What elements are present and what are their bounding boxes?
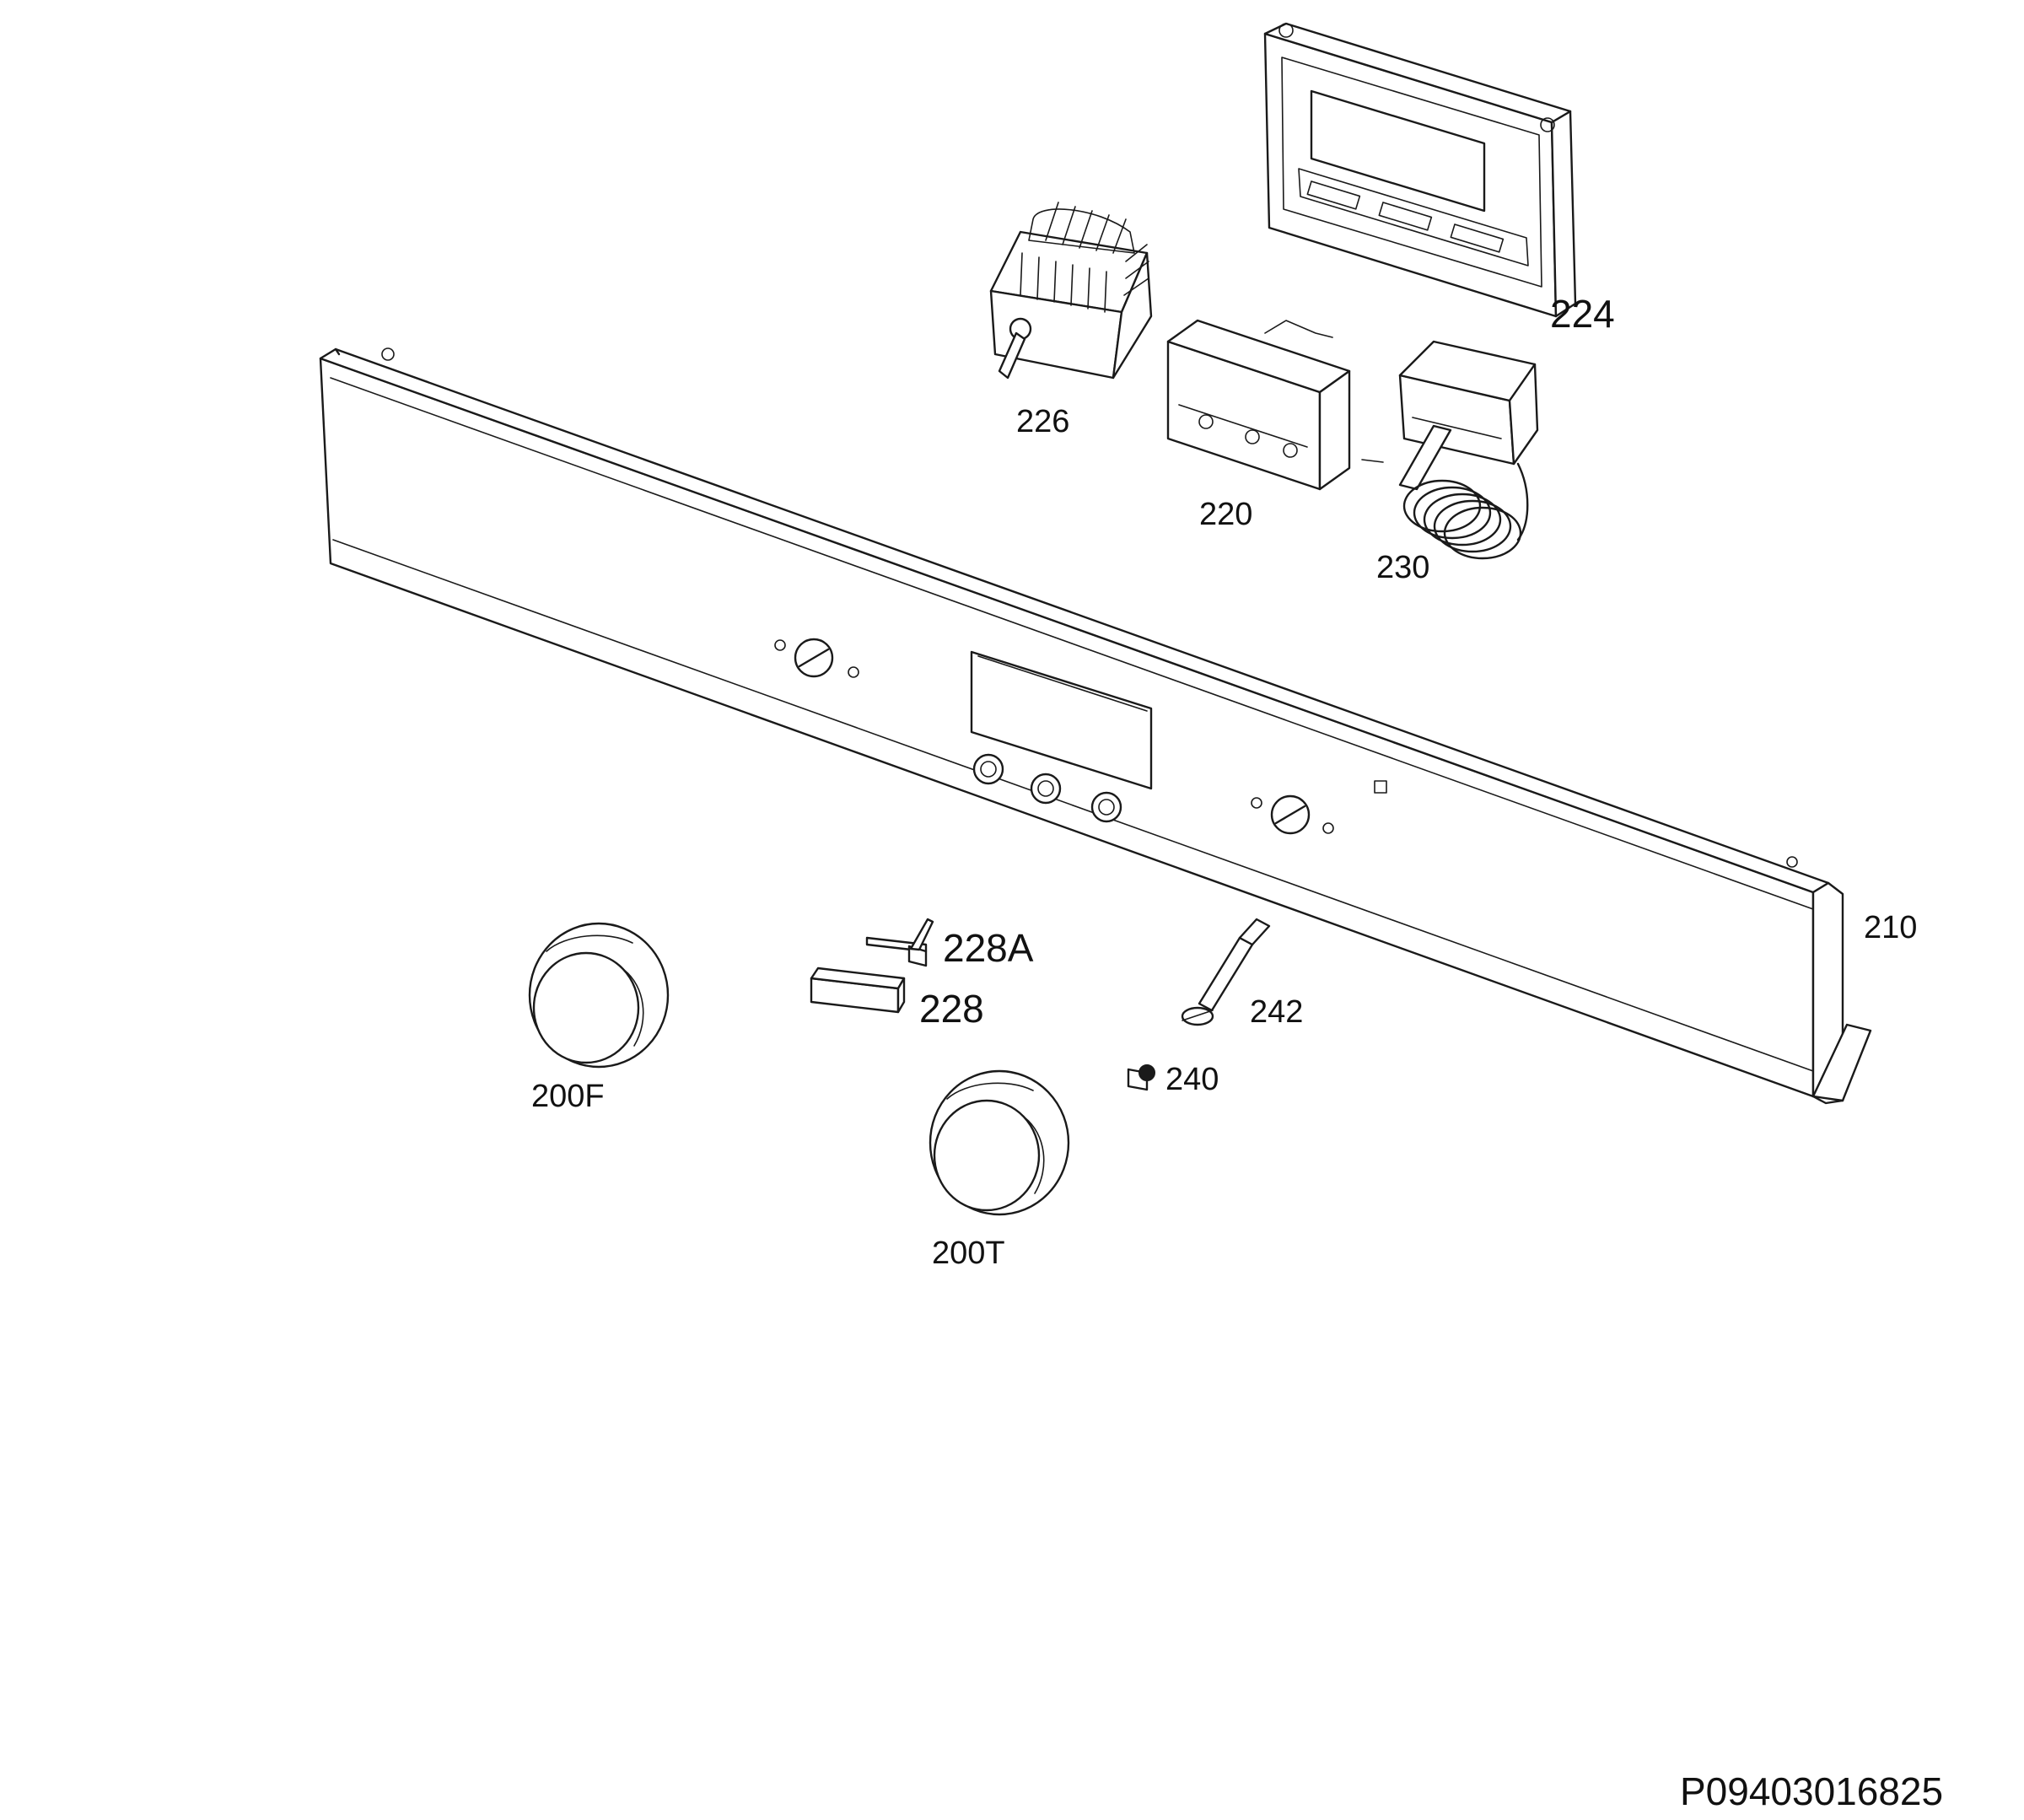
label-240: 240 (1165, 1062, 1219, 1097)
panel-display-window (970, 650, 1153, 790)
part-228A-light-guide[interactable] (865, 918, 934, 967)
label-226: 226 (1016, 404, 1069, 439)
part-230-thermostat[interactable] (1361, 340, 1539, 560)
part-240-clip[interactable] (1127, 1064, 1155, 1091)
panel-knob-hole-right (1251, 794, 1334, 835)
drawing-number: P09403016825 (1680, 1769, 1943, 1813)
part-242-spindle[interactable] (1181, 918, 1271, 1026)
label-224: 224 (1550, 292, 1615, 336)
label-230: 230 (1376, 550, 1429, 585)
label-228: 228 (919, 987, 984, 1031)
part-200F-knob[interactable] (528, 922, 670, 1069)
part-226-rotary-switch[interactable] (989, 202, 1153, 380)
part-224-display-housing[interactable] (1263, 22, 1577, 318)
label-242: 242 (1250, 994, 1303, 1030)
label-228A: 228A (943, 926, 1034, 970)
label-200F: 200F (531, 1079, 605, 1114)
part-220-module-box[interactable] (1166, 319, 1351, 491)
label-220: 220 (1199, 497, 1252, 532)
part-210-control-panel[interactable] (319, 347, 1872, 1105)
part-200T-knob[interactable] (929, 1069, 1070, 1216)
capillary-coil (1402, 479, 1522, 560)
label-210: 210 (1864, 910, 1917, 945)
panel-knob-hole-left (774, 638, 859, 678)
part-228-button-strip[interactable] (810, 967, 906, 1014)
label-200T: 200T (932, 1236, 1005, 1271)
panel-buttons[interactable] (972, 753, 1122, 823)
